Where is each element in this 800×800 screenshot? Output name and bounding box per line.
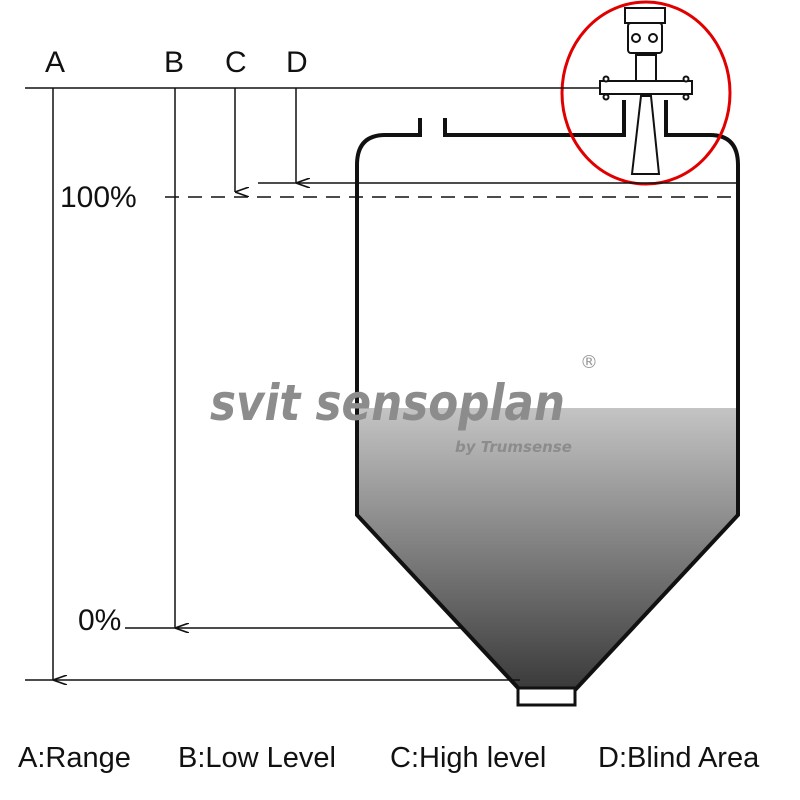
material-fill bbox=[357, 408, 738, 690]
legend-range: A:Range bbox=[18, 742, 131, 774]
label-100-percent: 100% bbox=[60, 181, 137, 214]
label-d: D bbox=[286, 46, 308, 79]
logo-sub: by Trumsense bbox=[455, 438, 572, 456]
label-0-percent: 0% bbox=[78, 604, 121, 637]
legend-low-level: B:Low Level bbox=[178, 742, 336, 774]
label-a: A bbox=[45, 46, 65, 79]
logo-registered: ® bbox=[580, 352, 598, 373]
sensor-highlight-circle bbox=[560, 0, 732, 186]
outlet-flange bbox=[516, 686, 577, 707]
legend-high-level: C:High level bbox=[390, 742, 546, 774]
legend-blind-area: D:Blind Area bbox=[598, 742, 760, 774]
tank-outline bbox=[355, 100, 740, 692]
logo-brand: svit sensoplan bbox=[210, 374, 565, 432]
radar-sensor-icon bbox=[599, 7, 693, 175]
label-b: B bbox=[164, 46, 184, 79]
label-c: C bbox=[225, 46, 247, 79]
